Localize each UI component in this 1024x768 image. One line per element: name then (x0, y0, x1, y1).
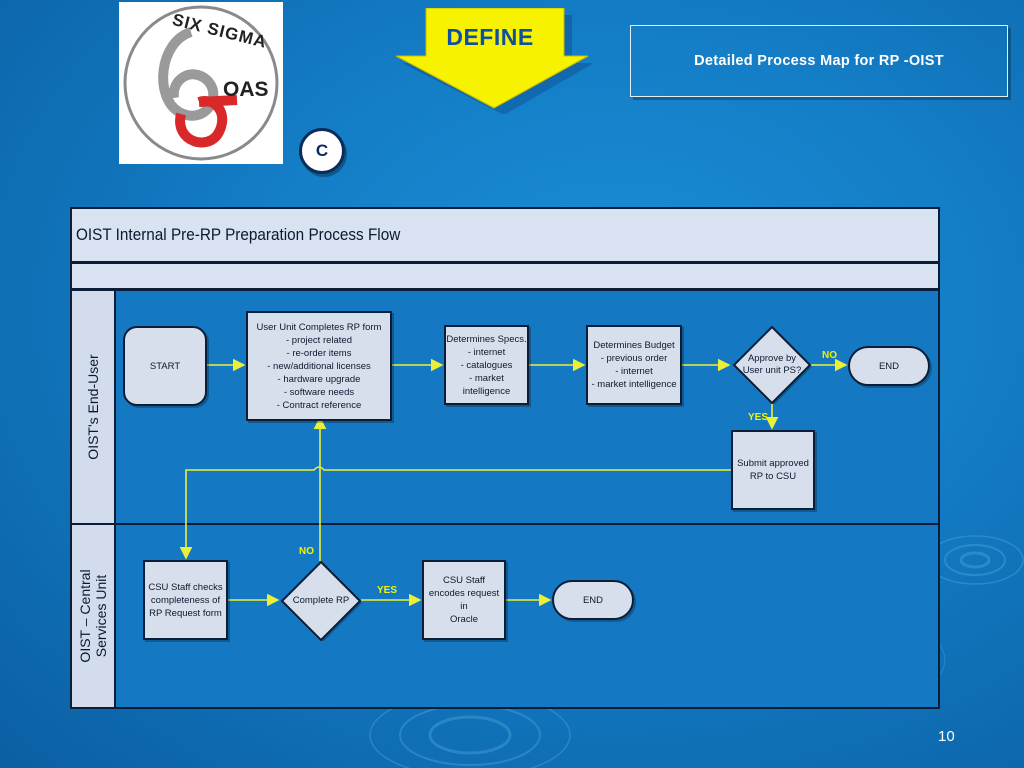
phase-label: DEFINE (446, 24, 534, 50)
end-node-top: END (848, 346, 930, 386)
logo-oas-text: OAS (223, 78, 269, 101)
label-yes-approve: YES (748, 412, 769, 423)
six-sigma-logo: SIX SIGMA OAS (119, 2, 283, 164)
submit-approved-rp-box: Submit approved RP to CSU (731, 430, 815, 510)
determines-budget-box: Determines Budget - previous order - int… (586, 325, 682, 405)
csu-staff-encodes-box: CSU Staff encodes request in Oracle (422, 560, 506, 640)
approve-decision-diamond: Approve by User unit PS? (731, 326, 813, 404)
csu-staff-checks-box: CSU Staff checks completeness of RP Requ… (143, 560, 228, 640)
label-no-complete: NO (299, 546, 314, 557)
start-node: START (123, 326, 207, 406)
label-no-approve: NO (822, 350, 837, 361)
slide-title: Detailed Process Map for RP -OIST (694, 53, 944, 69)
connector-marker: C (299, 128, 345, 174)
slide-title-box: Detailed Process Map for RP -OIST (630, 25, 1008, 97)
diagram-subheader (70, 262, 940, 290)
lane-label-central-services: OIST – Central Services Unit (77, 569, 109, 663)
define-arrow (392, 8, 592, 114)
end-node-bottom: END (552, 580, 634, 620)
diagram-title: OIST Internal Pre-RP Preparation Process… (76, 225, 401, 244)
label-yes-complete: YES (377, 585, 398, 596)
page-number: 10 (938, 728, 955, 745)
user-unit-completes-rp-form-box: User Unit Completes RP form - project re… (246, 311, 392, 421)
determines-specs-box: Determines Specs. - internet - catalogue… (444, 325, 529, 405)
lane-label-end-user: OIST's End-User (85, 354, 101, 460)
diagram-header: OIST Internal Pre-RP Preparation Process… (70, 207, 940, 263)
complete-rp-decision-diamond: Complete RP (279, 561, 363, 641)
